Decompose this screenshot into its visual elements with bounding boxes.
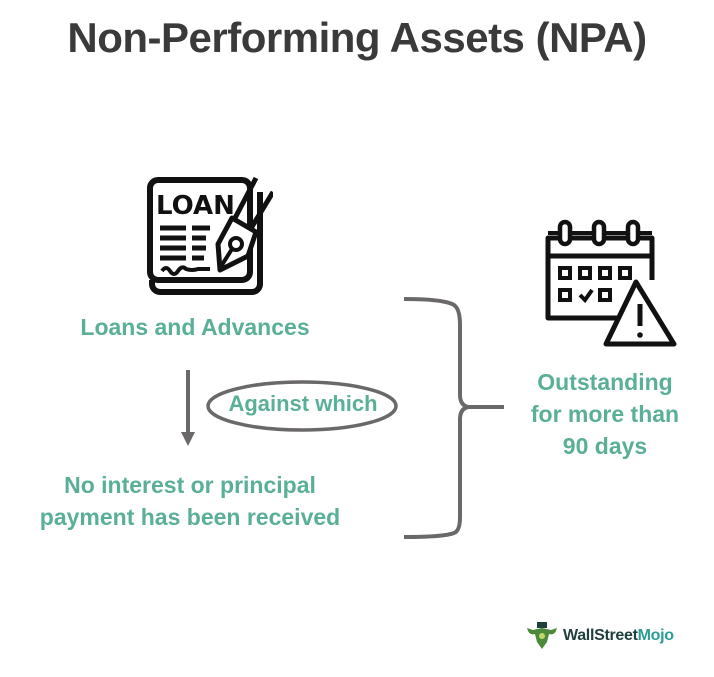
loan-document-icon: LOAN: [138, 170, 273, 295]
outstanding-line2: for more than: [530, 401, 680, 427]
no-payment-line1: No interest or principal: [64, 472, 316, 498]
svg-text:LOAN: LOAN: [156, 191, 235, 221]
no-payment-line2: payment has been received: [39, 504, 341, 530]
logo-text-wallstreet: WallStreet: [563, 627, 638, 644]
outstanding-line3: 90 days: [562, 433, 648, 459]
down-arrow-icon: [180, 370, 196, 448]
calendar-warning-icon: [540, 218, 690, 358]
against-which-label: Against which: [228, 391, 378, 416]
curly-brace: [400, 295, 510, 545]
wallstreetmojo-bull-icon: [527, 622, 557, 649]
loans-and-advances-label: Loans and Advances: [80, 314, 310, 340]
logo-text-mojo: Mojo: [637, 627, 674, 644]
outstanding-label: Outstanding for more than 90 days: [505, 366, 705, 462]
page-title: Non-Performing Assets (NPA): [67, 14, 647, 61]
against-which-ellipse: [204, 378, 400, 434]
no-payment-label: No interest or principal payment has bee…: [20, 469, 360, 533]
outstanding-line1: Outstanding: [537, 369, 673, 395]
wallstreetmojo-logo: WallStreetMojo: [525, 622, 674, 650]
